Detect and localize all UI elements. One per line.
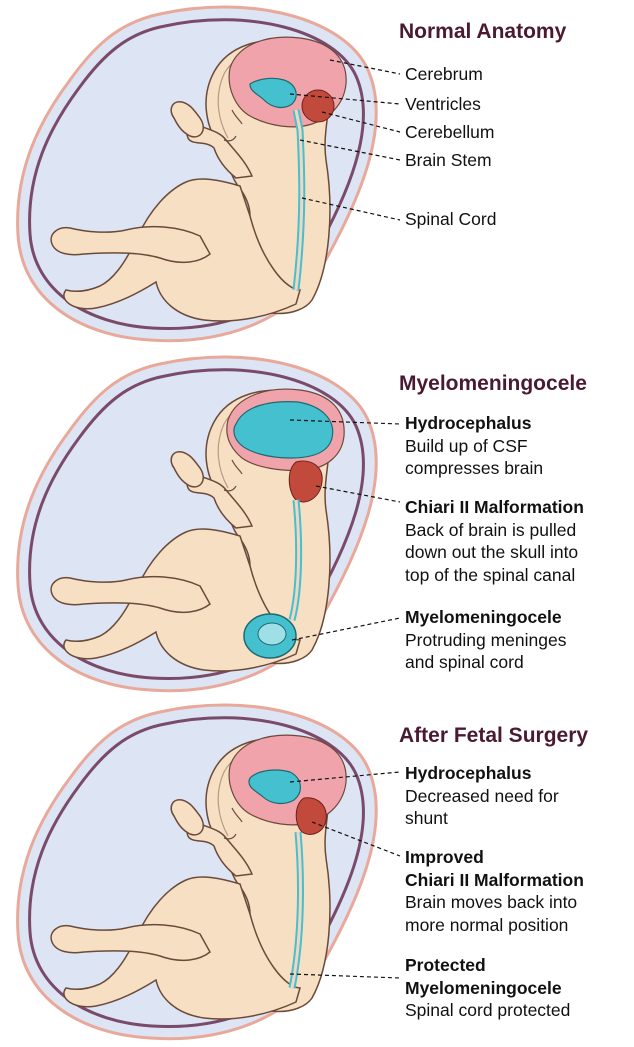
- label-brain-stem: Brain Stem: [405, 150, 492, 171]
- callout-desc: down out the skull into: [405, 541, 584, 564]
- callout-desc: top of the spinal canal: [405, 564, 584, 587]
- callout-heading: Improved: [405, 846, 584, 869]
- fetus-illustration: [0, 0, 634, 349]
- label-cerebrum: Cerebrum: [405, 64, 483, 85]
- panel-title: Normal Anatomy: [399, 20, 566, 44]
- panel-after-fetal-surgery: After Fetal Surgery Hydrocephalus Decrea…: [0, 698, 634, 1047]
- callout-desc: Protruding meninges: [405, 629, 566, 652]
- label-spinal-cord: Spinal Cord: [405, 209, 496, 230]
- panel-title: After Fetal Surgery: [399, 724, 588, 748]
- callout-desc: shunt: [405, 807, 559, 830]
- cerebellum-shape: [296, 798, 326, 835]
- label-cerebellum: Cerebellum: [405, 122, 494, 143]
- callout-myelomeningocele: Myelomeningocele Protruding meninges and…: [405, 606, 566, 674]
- callout-chiari: Chiari II Malformation Back of brain is …: [405, 496, 584, 586]
- callout-heading: Hydrocephalus: [405, 762, 559, 785]
- callout-desc: Decreased need for: [405, 785, 559, 808]
- cerebellum-shape: [302, 90, 334, 122]
- callout-heading: Hydrocephalus: [405, 412, 543, 435]
- label-ventricles: Ventricles: [405, 94, 481, 115]
- callout-desc: Brain moves back into: [405, 891, 584, 914]
- callout-protected-myelomeningocele: Protected Myelomeningocele Spinal cord p…: [405, 954, 570, 1022]
- callout-heading: Chiari II Malformation: [405, 869, 584, 892]
- callout-desc: Back of brain is pulled: [405, 519, 584, 542]
- callout-hydrocephalus: Hydrocephalus Build up of CSF compresses…: [405, 412, 543, 480]
- callout-heading: Myelomeningocele: [405, 606, 566, 629]
- callout-desc: Build up of CSF: [405, 435, 543, 458]
- callout-desc: Spinal cord protected: [405, 999, 570, 1022]
- callout-improved-chiari: Improved Chiari II Malformation Brain mo…: [405, 846, 584, 936]
- callout-desc: more normal position: [405, 914, 584, 937]
- panel-normal-anatomy: Normal Anatomy Cerebrum Ventricles Cereb…: [0, 0, 634, 349]
- callout-desc: compresses brain: [405, 457, 543, 480]
- callout-desc: and spinal cord: [405, 651, 566, 674]
- panel-title: Myelomeningocele: [399, 372, 587, 396]
- callout-hydrocephalus: Hydrocephalus Decreased need for shunt: [405, 762, 559, 830]
- enlarged-ventricles-shape: [234, 402, 333, 458]
- panel-myelomeningocele: Myelomeningocele Hydrocephalus Build up …: [0, 350, 634, 699]
- callout-heading: Myelomeningocele: [405, 977, 570, 1000]
- callout-heading: Protected: [405, 954, 570, 977]
- callout-heading: Chiari II Malformation: [405, 496, 584, 519]
